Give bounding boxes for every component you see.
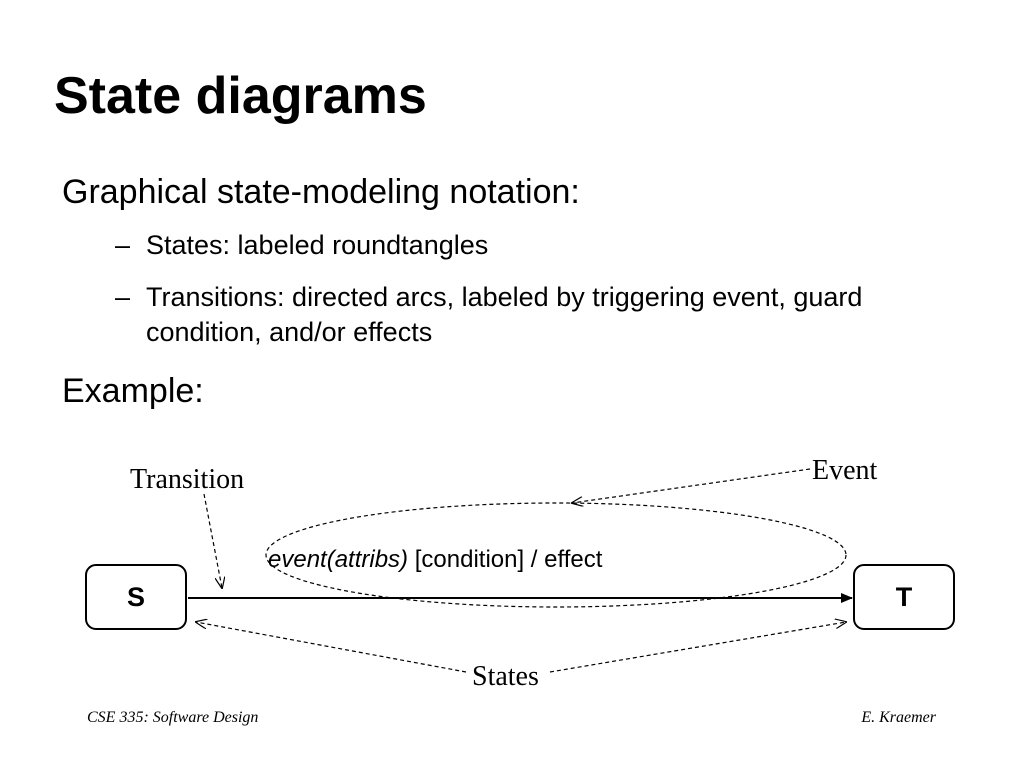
states-callout-line-t [549,622,846,673]
dash-marker: – [115,230,131,260]
label-highlight-ellipse [265,502,847,608]
state-t: T [853,564,955,630]
footer-course: CSE 335: Software Design [87,709,259,726]
callout-transition: Transition [130,464,245,495]
event-callout-line [572,468,811,503]
state-s-label: S [126,581,145,612]
state-t-label: T [895,581,913,612]
subbullet-transitions: – Transitions: directed arcs, labeled by… [115,280,866,350]
subbullet-states: – States: labeled roundtangles [115,228,866,263]
transition-label: event(attribs) [condition] / effect [268,548,602,572]
bullet-notation: Graphical state-modeling notation: [62,173,580,211]
slide-title: State diagrams [54,67,427,125]
subbullet-states-text: States: labeled roundtangles [146,230,489,260]
dash-marker: – [115,282,131,312]
transition-guard-effect-text: [condition] / effect [408,546,603,573]
transition-callout-line [203,493,222,588]
states-callout-line-s [196,622,467,673]
callout-event: Event [812,455,878,486]
subbullet-transitions-text: Transitions: directed arcs, labeled by t… [146,282,863,348]
callout-states: States [472,661,539,692]
transition-event-text: event(attribs) [268,546,409,573]
bullet-example: Example: [62,372,204,410]
state-s: S [85,564,187,630]
footer-author: E. Kraemer [861,709,936,726]
